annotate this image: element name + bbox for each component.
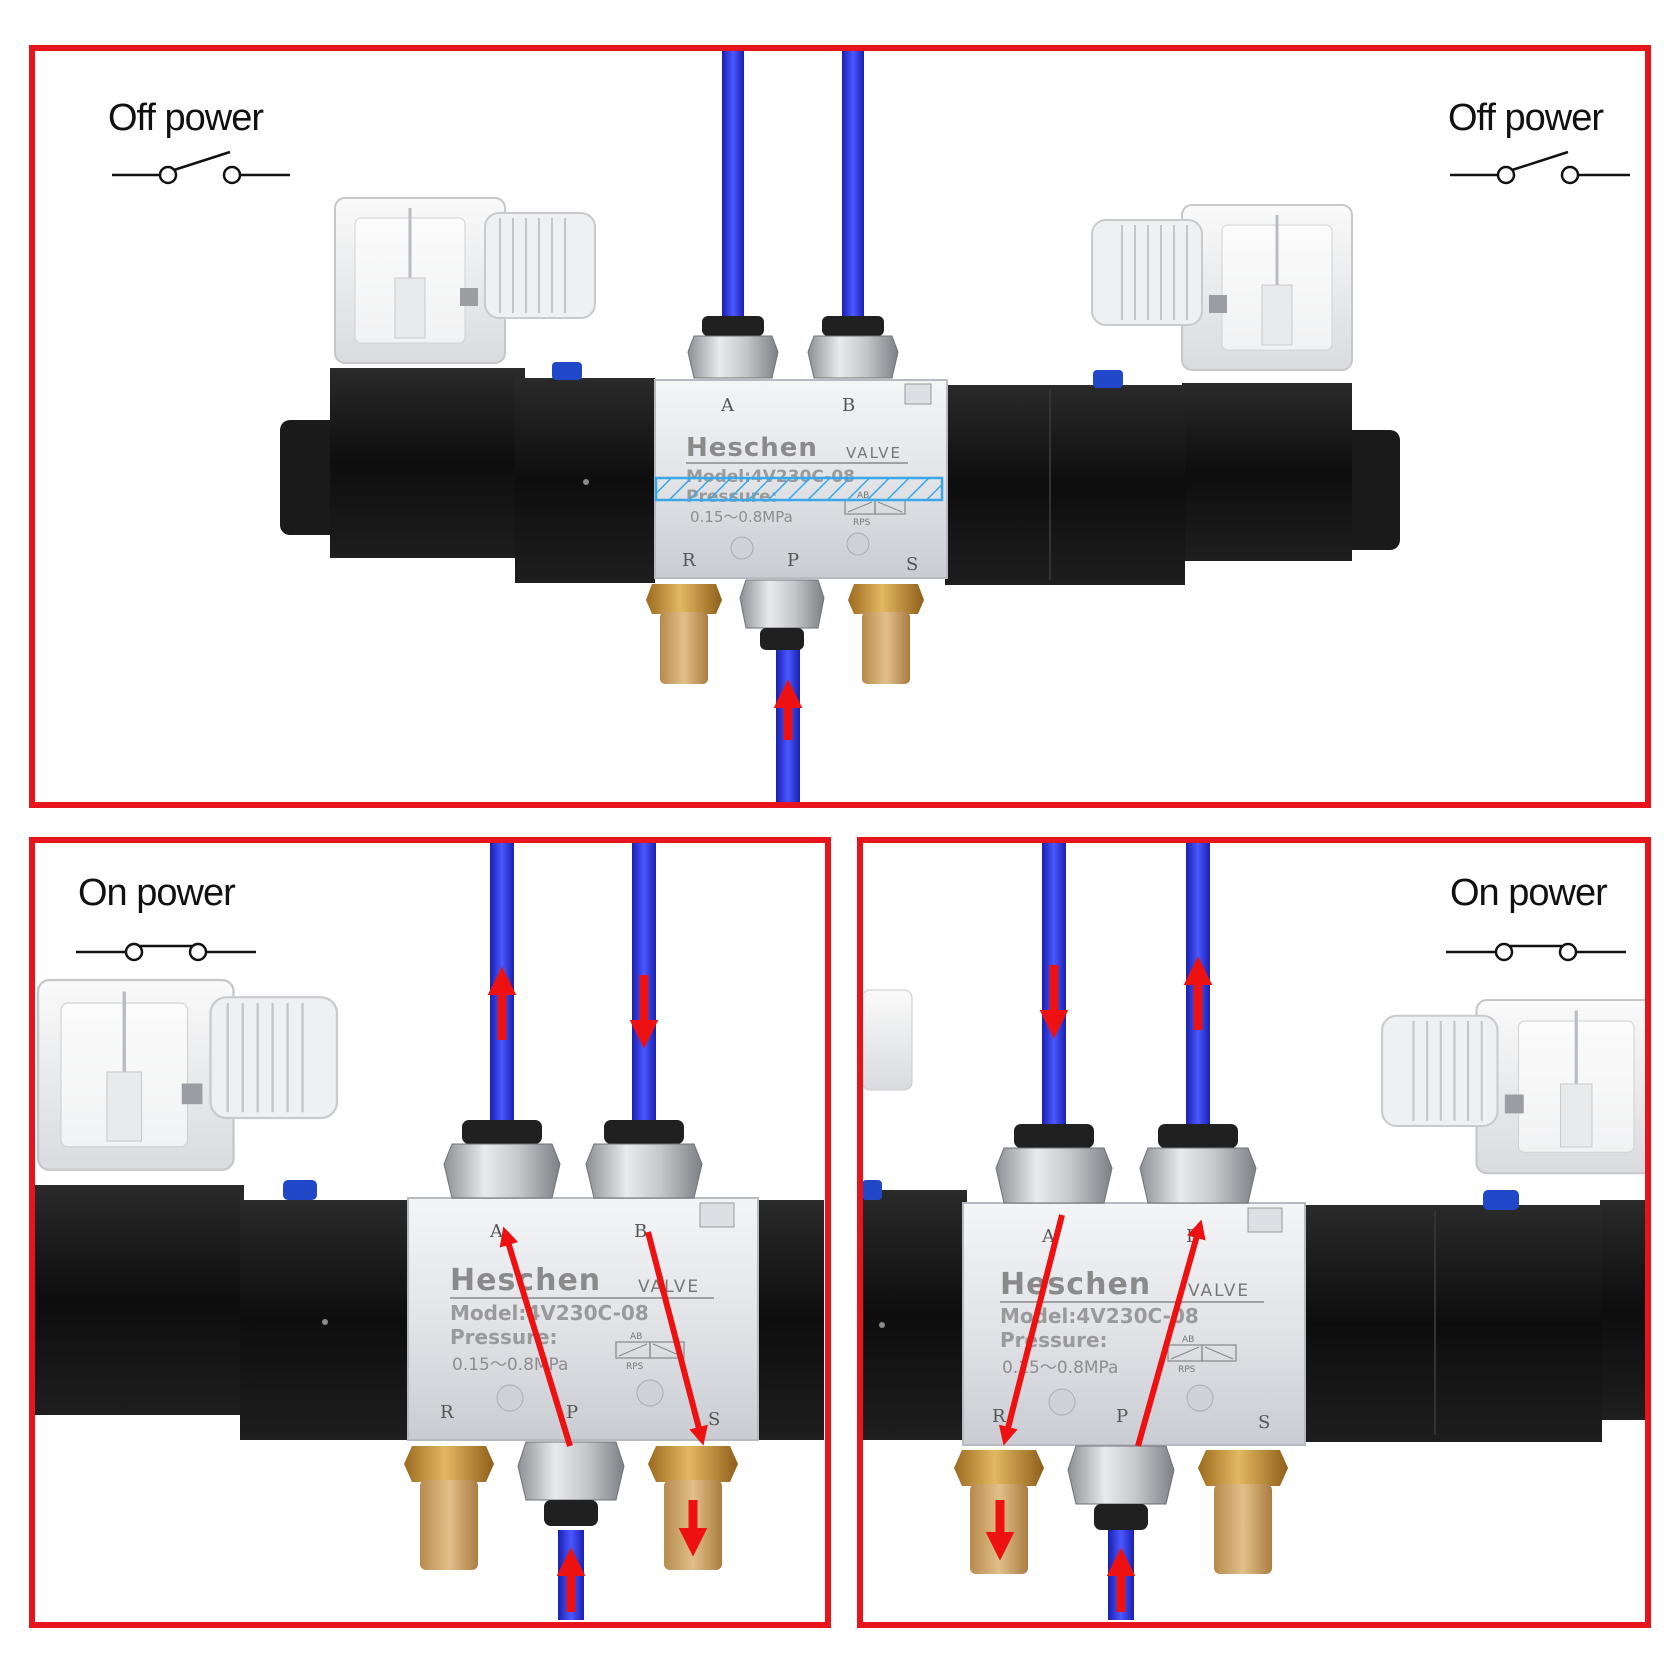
port-label-s: S [1258,1412,1270,1433]
fitting-a [687,316,779,379]
valve-word: VALVE [1188,1281,1250,1301]
connector-cap-left [862,989,913,1091]
valve-body [962,1202,1306,1446]
port-label-r: R [682,550,696,571]
muffler-r [646,584,722,684]
port-label-r: R [440,1402,454,1423]
panel-off-power: A B Heschen VALVE Model:4V230C-08 Pressu… [29,45,1651,808]
coil-right [1182,383,1352,561]
fitting-b [585,1120,703,1199]
valve-body [407,1197,759,1441]
manual-override-right [1483,1190,1519,1210]
fitting-b [807,316,899,379]
port-label-p: P [566,1402,578,1423]
fitting-p [517,1441,625,1526]
symbol-bottom-label: RPS [626,1362,644,1372]
actuator-right [755,1200,824,1440]
valve-word: VALVE [846,444,902,462]
fitting-b [1139,1124,1257,1204]
muffler-s [848,584,924,684]
actuator-right [1302,1205,1602,1442]
panel-frame [29,837,831,1628]
coil-right [1600,1200,1648,1420]
tube-a [722,48,744,318]
symbol-bottom-label: RPS [853,518,871,528]
fitting-a [995,1124,1113,1204]
symbol-top-label: AB [630,1332,642,1342]
brand-label: Heschen [1000,1267,1151,1302]
pressure-range: 0.15～0.8MPa [1002,1358,1118,1378]
power-label-right: Off power [1448,97,1604,139]
valve-symbol-icon: AB RPS [1167,1335,1237,1375]
actuator-left [862,1190,967,1440]
fitting-p [1067,1445,1175,1530]
port-label-s: S [906,554,918,575]
connector-cap-right [1380,998,1648,1175]
port-label-p: P [787,550,799,571]
port-label-r: R [992,1406,1006,1427]
pressure-range: 0.15～0.8MPa [452,1355,568,1375]
fitting-a [443,1120,561,1199]
connector-cap-right [1090,203,1354,372]
panel-on-power-right: A B Heschen VALVE Model:4V230C-08 Pressu… [857,837,1651,1628]
model-label: Model:4V230C-08 [450,1301,649,1325]
coil-left [34,1185,244,1415]
power-label: On power [1450,872,1608,914]
panel-frame [29,45,1651,808]
muffler-r [404,1446,494,1570]
brand-label: Heschen [686,433,818,463]
port-label-s: S [708,1409,720,1430]
port-label-b: B [842,395,855,416]
manual-override-left [552,362,582,380]
connector-cap-left [333,196,597,365]
switch-open-icon [112,150,290,185]
valve-word: VALVE [638,1277,700,1297]
symbol-bottom-label: RPS [1178,1365,1196,1375]
symbol-top-label: AB [1182,1335,1194,1345]
lens-left [280,420,340,535]
panel-on-power-left: A B Heschen VALVE Model:4V230C-08 Pressu… [29,837,831,1628]
muffler-s [1198,1450,1288,1574]
connector-cap-left [36,978,339,1172]
model-label: Model:4V230C-08 [1000,1304,1199,1328]
highlight-band [654,476,944,502]
power-label: On power [78,872,236,914]
muffler-s [648,1446,738,1570]
port-label-a: A [489,1221,504,1242]
power-label-left: Off power [108,97,264,139]
flow-arrow-icon [985,956,1213,1612]
flow-arrow-icon [487,966,708,1612]
port-label-p: P [1116,1406,1128,1427]
switch-open-icon [1450,150,1630,185]
panel-frame [857,837,1651,1628]
actuator-right [945,385,1185,585]
manual-override-right [1093,370,1123,388]
lens-right [1340,430,1400,550]
valve-symbol-icon: AB RPS [615,1332,685,1372]
pressure-label: Pressure: [1000,1328,1108,1352]
pressure-range: 0.15～0.8MPa [690,508,793,526]
manual-override-left [283,1180,317,1200]
port-label-a: A [720,395,735,416]
tube-b [842,48,864,318]
coil-left [330,368,525,558]
switch-closed-icon [76,942,256,962]
port-label-b: B [634,1221,647,1242]
fitting-p [739,579,825,650]
switch-closed-icon [1446,942,1626,962]
